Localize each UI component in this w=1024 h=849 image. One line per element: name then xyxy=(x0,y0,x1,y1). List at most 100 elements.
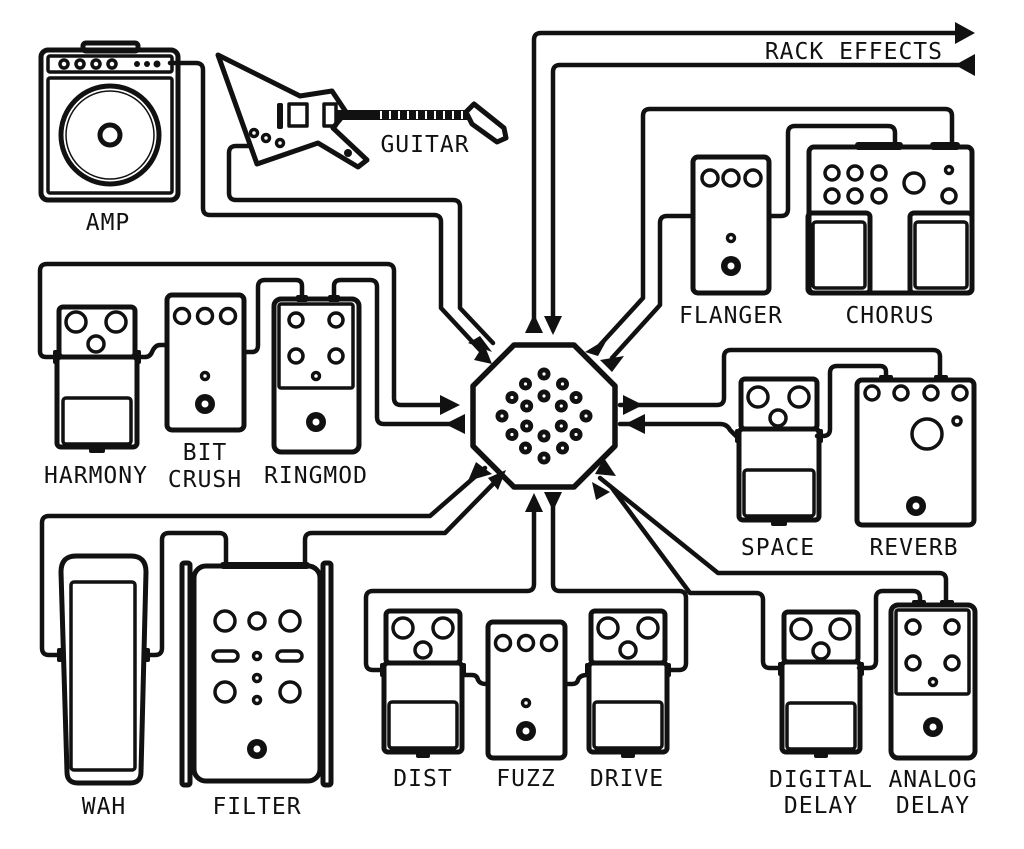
flanger-led xyxy=(725,232,737,244)
chorus-knob xyxy=(870,164,888,182)
arrow-bl-1 xyxy=(468,462,492,481)
bitcrush-label-line2: CRUSH xyxy=(168,467,242,493)
fuzz-label: FUZZ xyxy=(496,766,555,792)
chorus-knob xyxy=(940,187,958,205)
drive-body xyxy=(586,660,670,755)
cable-rack-send xyxy=(531,30,961,328)
analog-delay-footswitch-center xyxy=(929,723,937,731)
analog-delay-body xyxy=(888,602,978,761)
signal-arrows xyxy=(440,22,975,512)
arrow-tl-2 xyxy=(474,344,492,364)
bitcrush-label-line1: BIT xyxy=(183,440,228,466)
fuzz-pedal: FUZZ xyxy=(485,619,568,792)
drive-footswitch[interactable] xyxy=(592,700,664,750)
amp-control-panel xyxy=(46,54,174,74)
guitar-fret xyxy=(416,111,418,119)
analog-delay-panel xyxy=(894,608,971,696)
arrow-tr-2 xyxy=(600,356,624,372)
chorus-knob xyxy=(823,187,841,205)
cable-ringmod-out xyxy=(331,277,453,427)
harmony-footswitch[interactable] xyxy=(61,396,133,446)
guitar-output-jack xyxy=(344,149,352,157)
cable-analog-delay-out xyxy=(597,475,949,606)
bitcrush-footswitch-center xyxy=(201,400,209,408)
amp-knob xyxy=(74,58,86,70)
digital-delay-body xyxy=(779,659,863,755)
fuzz-body xyxy=(485,619,568,761)
drive-knob xyxy=(596,616,620,640)
dist-jack-out xyxy=(460,663,466,677)
ringmod-label: RINGMOD xyxy=(264,463,368,489)
filter-knob xyxy=(213,680,237,704)
hub-jack-hole xyxy=(559,404,563,408)
digital-delay-label-line2: DELAY xyxy=(784,793,858,819)
guitar-fret xyxy=(461,111,463,119)
guitar-fret xyxy=(434,111,436,119)
ringmod-knob xyxy=(287,347,305,365)
cable-flanger-in xyxy=(609,213,696,361)
cable-chorus-return xyxy=(597,106,955,348)
wah-treadle[interactable] xyxy=(69,580,137,772)
chorus-footswitch-right-pad xyxy=(913,220,969,290)
chorus-footswitch-right[interactable] xyxy=(907,210,975,296)
cable-harmony-in xyxy=(37,261,453,408)
filter-body xyxy=(191,563,323,784)
ringmod-pedal: RINGMOD xyxy=(264,295,368,489)
ringmod-knob xyxy=(327,311,345,329)
cable-amp xyxy=(167,60,483,353)
wah-jack-out xyxy=(144,648,150,662)
reverb-label: REVERB xyxy=(869,535,958,561)
wah-label: WAH xyxy=(82,794,127,820)
digital-delay-knob xyxy=(811,641,831,661)
space-pedal: SPACE xyxy=(735,376,823,561)
hub-jack-hole xyxy=(500,414,504,418)
dist-footswitch[interactable] xyxy=(387,700,459,750)
drive-jack-in xyxy=(585,663,591,677)
cable-dist-in xyxy=(363,497,537,673)
chorus-footswitch-left[interactable] xyxy=(805,210,873,296)
wah-pedal: WAH xyxy=(57,553,150,820)
digital-delay-knob xyxy=(789,617,813,641)
harmony-knob xyxy=(86,334,106,354)
chorus-knob xyxy=(823,164,841,182)
cable-fuzz-drive xyxy=(563,672,590,687)
guitar: GUITAR xyxy=(215,52,509,170)
space-knob xyxy=(768,408,788,428)
digital-delay-label-line1: DIGITAL xyxy=(769,767,873,793)
arrow-right-out xyxy=(623,395,643,415)
cable-dist-fuzz xyxy=(460,672,489,687)
guitar-pickup xyxy=(287,102,309,128)
guitar-fret xyxy=(380,111,382,119)
guitar-knob xyxy=(260,132,272,144)
guitar-fret xyxy=(452,111,454,119)
fuzz-knob xyxy=(539,633,559,653)
ringmod-knob xyxy=(287,311,305,329)
chorus-knob xyxy=(870,187,888,205)
amp-knob xyxy=(58,58,70,70)
amp-cabinet xyxy=(38,47,181,203)
cable-harmony-bitcrush xyxy=(134,342,169,360)
fuzz-led xyxy=(520,697,532,709)
analog-delay-label-line1: ANALOG xyxy=(888,767,977,793)
digital-delay-footswitch[interactable] xyxy=(785,701,857,751)
filter-knob xyxy=(247,611,267,631)
reverb-footswitch-center xyxy=(912,502,920,510)
wah-jack-in xyxy=(57,648,63,662)
space-footswitch[interactable] xyxy=(742,468,816,518)
analog-delay-knob xyxy=(943,618,961,636)
drive-knob xyxy=(636,616,660,640)
filter-slider xyxy=(275,649,304,663)
space-knob xyxy=(746,385,770,409)
drive-jack-out xyxy=(665,663,671,677)
guitar-knob xyxy=(248,127,260,139)
flanger-knob xyxy=(700,168,720,188)
guitar-label: GUITAR xyxy=(380,132,469,158)
hub-jack-hole xyxy=(510,432,514,437)
bitcrush-knob xyxy=(172,306,192,326)
filter-rail-left xyxy=(179,560,193,788)
amp-switch xyxy=(134,61,140,67)
hub-jack-hole xyxy=(574,395,578,400)
flanger-footswitch-center xyxy=(727,262,735,270)
hub-jack-hole xyxy=(542,394,546,398)
amp-label: AMP xyxy=(86,210,131,236)
